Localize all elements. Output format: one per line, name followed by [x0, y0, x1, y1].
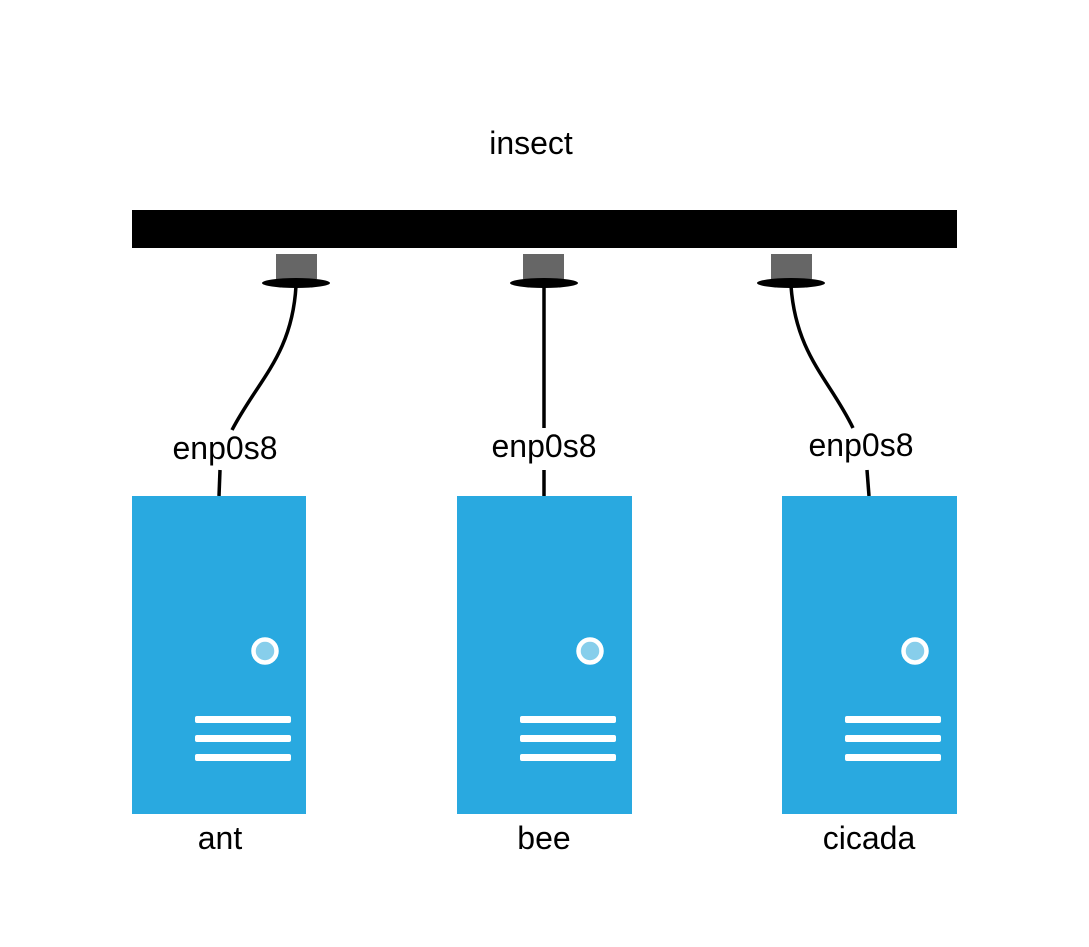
host-name-label: ant — [198, 820, 243, 856]
cable — [230, 285, 298, 431]
cable — [865, 469, 871, 497]
connection-bee: enp0s8 — [492, 254, 597, 496]
cable — [217, 469, 222, 497]
host-cicada: cicada — [782, 496, 957, 856]
host-name-label: bee — [517, 820, 570, 856]
host-ant: ant — [132, 496, 306, 856]
interface-label: enp0s8 — [809, 427, 914, 463]
host-name-label: cicada — [823, 820, 916, 856]
connection-cicada: enp0s8 — [757, 254, 914, 497]
server-icon — [457, 496, 632, 814]
interface-label: enp0s8 — [492, 428, 597, 464]
connection-ant: enp0s8 — [173, 254, 330, 497]
network-name-label: insect — [489, 125, 573, 161]
network-bus — [132, 210, 957, 248]
network-port-icon — [510, 254, 578, 288]
cable — [789, 285, 855, 429]
host-bee: bee — [457, 496, 632, 856]
server-icon — [132, 496, 306, 814]
interface-label: enp0s8 — [173, 430, 278, 466]
network-port-icon — [757, 254, 825, 288]
server-icon — [782, 496, 957, 814]
network-port-icon — [262, 254, 330, 288]
